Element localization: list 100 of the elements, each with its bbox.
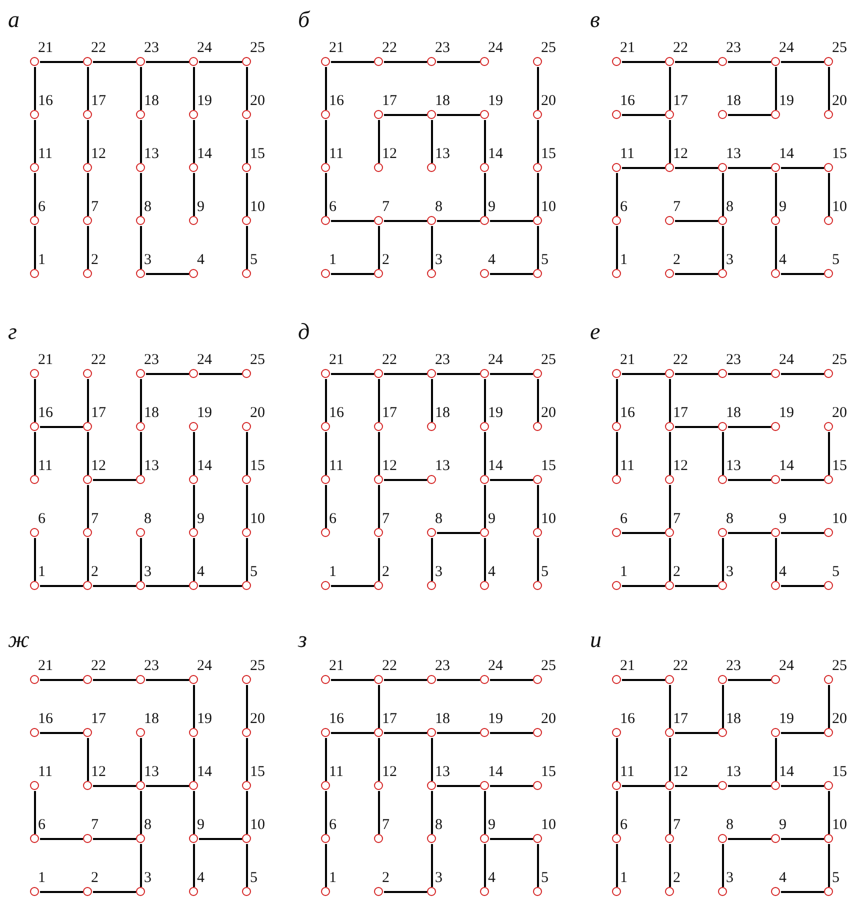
connector-line (246, 485, 248, 528)
vertex-number: 20 (541, 93, 556, 109)
connector-line (193, 67, 195, 110)
connector-line (781, 479, 824, 481)
connector-line (484, 538, 486, 581)
vertex-number: 19 (779, 711, 794, 727)
connector-line (537, 120, 539, 163)
vertex-number: 9 (779, 817, 786, 833)
vertex-number: 3 (435, 564, 442, 580)
connector-line (140, 173, 142, 216)
vertex-number: 25 (832, 40, 847, 56)
vertex-number: 5 (250, 564, 258, 580)
connector-line (722, 844, 724, 887)
vertex-number: 20 (832, 93, 847, 109)
vertex-number: 24 (779, 40, 794, 56)
connector-line (669, 738, 671, 781)
connector-line (331, 220, 374, 222)
vertex-number: 4 (197, 252, 204, 268)
connector-line (484, 791, 486, 834)
connector-line (484, 432, 486, 475)
vertex-number: 14 (197, 458, 212, 474)
connector-line (622, 373, 665, 375)
connector-line (331, 585, 374, 587)
connector-line (781, 273, 824, 275)
connector-line (431, 379, 433, 422)
connector-line (384, 732, 427, 734)
vertex-number: 18 (726, 93, 741, 109)
vertex-number: 6 (620, 511, 628, 527)
vertex-number: 21 (620, 658, 635, 674)
connector-line (490, 679, 533, 681)
connector-line (537, 226, 539, 269)
vertex-number: 16 (620, 405, 635, 421)
connector-line (140, 67, 142, 110)
connector-line (93, 585, 136, 587)
connector-line (40, 426, 83, 428)
connector-line (775, 226, 777, 269)
connector-line (675, 373, 718, 375)
vertex-number: 10 (541, 511, 556, 527)
vertex-number: 16 (38, 711, 53, 727)
connector-line (378, 226, 380, 269)
vertex-number: 4 (779, 564, 786, 580)
connector-line (140, 738, 142, 781)
vertex-number: 10 (541, 817, 556, 833)
vertex-number: 23 (144, 40, 159, 56)
vertex-number: 15 (250, 764, 265, 780)
vertex-number: 16 (329, 711, 344, 727)
connector-line (384, 61, 427, 63)
connector-line (378, 120, 380, 163)
connector-line (484, 173, 486, 216)
connector-line (87, 173, 89, 216)
connector-line (199, 585, 242, 587)
connector-line (40, 838, 83, 840)
connector-line (722, 226, 724, 269)
vertex-number: 17 (673, 711, 688, 727)
vertex-number: 8 (726, 817, 734, 833)
vertex-number: 8 (435, 199, 442, 215)
vertex-number: 7 (91, 817, 98, 833)
connector-line (537, 538, 539, 581)
vertex-number: 10 (832, 199, 847, 215)
vertex-number: 7 (673, 511, 680, 527)
vertex-number: 4 (197, 564, 204, 580)
connector-line (537, 67, 539, 110)
vertex-number: 6 (38, 199, 46, 215)
vertex-number: 15 (541, 764, 556, 780)
vertex-number: 5 (832, 252, 840, 268)
vertex-number: 4 (779, 252, 786, 268)
vertex-number: 21 (329, 658, 344, 674)
vertex-number: 14 (488, 146, 503, 162)
connector-line (146, 273, 189, 275)
connector-line (199, 61, 242, 63)
vertex-number: 20 (250, 405, 265, 421)
connector-line (669, 685, 671, 728)
vertex-number: 25 (541, 352, 556, 368)
connector-line (490, 273, 533, 275)
connector-line (193, 738, 195, 781)
connector-line (87, 120, 89, 163)
connector-line (140, 226, 142, 269)
vertex-number: 13 (144, 458, 159, 474)
connector-line (87, 538, 89, 581)
connector-line (728, 61, 771, 63)
connector-line (193, 844, 195, 887)
connector-line (93, 891, 136, 893)
vertex-number: 9 (488, 511, 496, 527)
vertex-number: 19 (488, 711, 503, 727)
vertex-number: 15 (832, 458, 847, 474)
connector-line (781, 373, 824, 375)
vertex-number: 21 (38, 40, 53, 56)
vertex-number: 22 (673, 352, 688, 368)
connector-line (246, 538, 248, 581)
vertex-number: 17 (382, 711, 397, 727)
connector-line (490, 220, 533, 222)
connector-line (669, 485, 671, 528)
connector-line (331, 732, 374, 734)
vertex-number: 5 (541, 252, 548, 268)
connector-line (40, 585, 83, 587)
vertex-number: 23 (726, 40, 741, 56)
connector-line (437, 114, 480, 116)
connector-line (378, 791, 380, 834)
connector-line (728, 114, 771, 116)
vertex-number: 19 (488, 405, 503, 421)
